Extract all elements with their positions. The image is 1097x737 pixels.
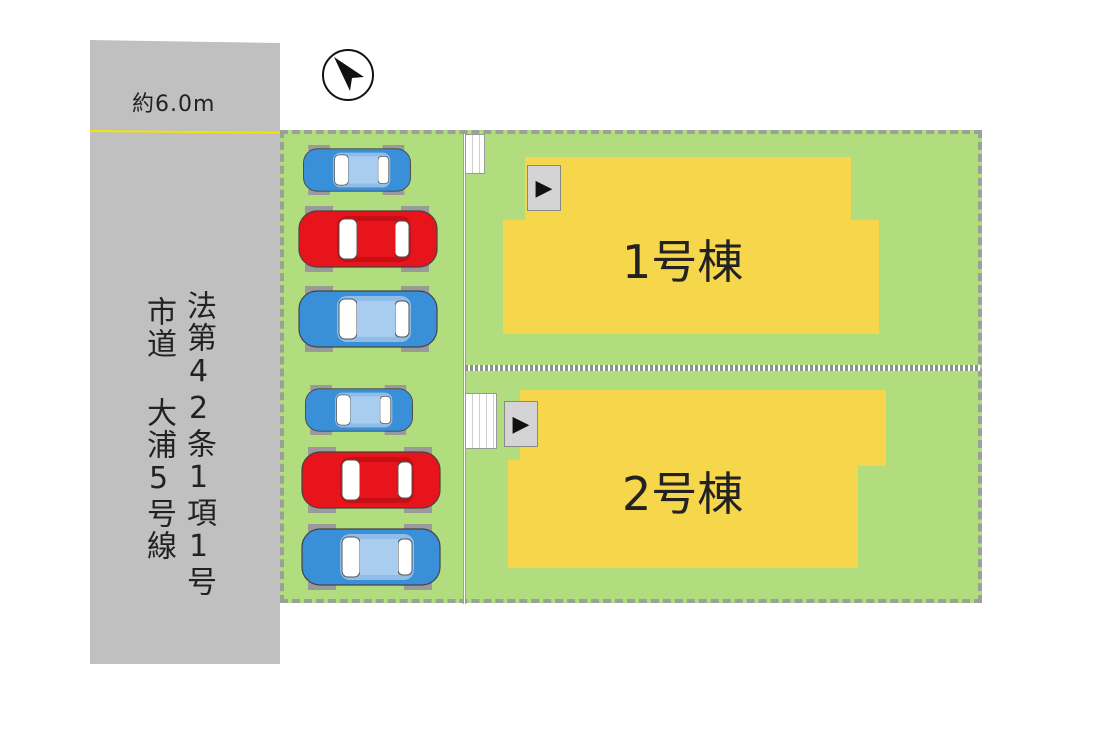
building-1-upper (525, 157, 851, 229)
building-2 (508, 460, 858, 568)
entrance-arrow-icon: ▶ (527, 165, 561, 211)
entrance-arrow-icon: ▶ (504, 401, 538, 447)
building-2-label: 2号棟 (622, 467, 744, 521)
car-icon (303, 145, 411, 195)
north-arrow-icon (322, 49, 374, 101)
road-legal-class: 法第42条1項1号 (181, 290, 216, 598)
road (90, 40, 280, 664)
entrance-steps-1 (465, 134, 485, 174)
building-2-upper (520, 390, 886, 466)
car-icon (298, 286, 438, 352)
road-name: 市道 大浦5号線 (141, 296, 176, 562)
road-width-label: 約6.0m (132, 92, 216, 117)
car-icon (301, 447, 441, 513)
lot-divider (465, 365, 980, 371)
building-1-label: 1号棟 (622, 235, 744, 289)
car-icon (301, 524, 441, 590)
entrance-steps-2 (465, 393, 497, 449)
building-1 (503, 220, 879, 334)
car-icon (298, 206, 438, 272)
car-icon (305, 385, 413, 435)
